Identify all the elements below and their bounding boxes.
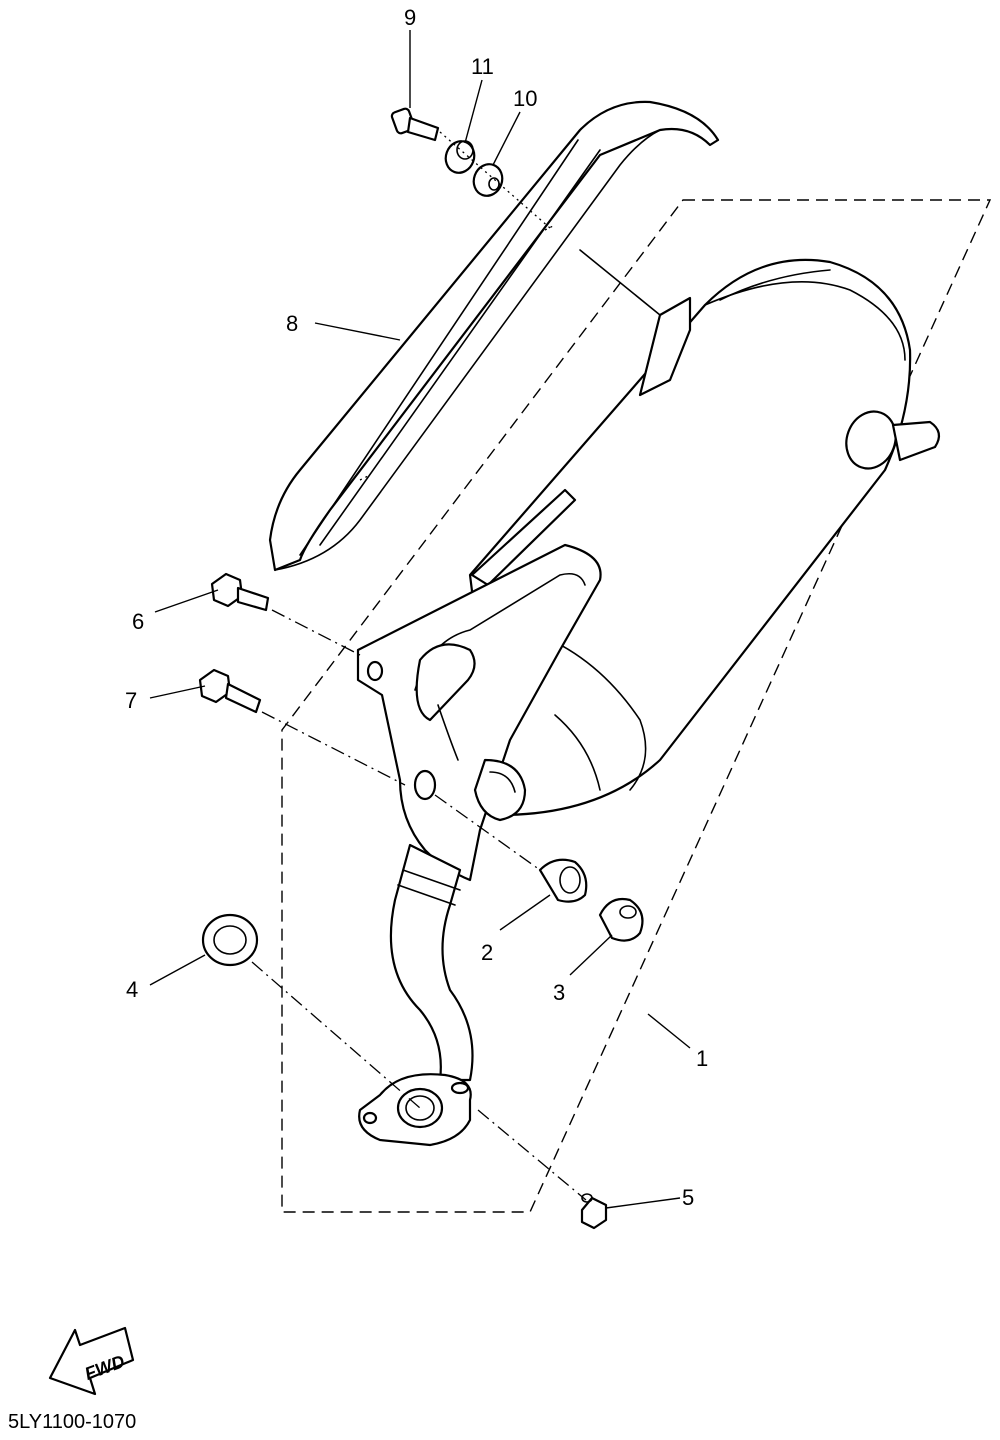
callout-4: 4 [126, 977, 138, 1002]
nut-part-5 [580, 1193, 608, 1230]
fwd-arrow-icon: FWD [48, 1326, 135, 1396]
callout-10: 10 [513, 86, 537, 111]
heat-protector [268, 100, 720, 572]
muffler-body [468, 258, 941, 817]
callout-6: 6 [132, 609, 144, 634]
muffler-front-bracket [356, 543, 602, 882]
collar-part-3 [598, 897, 644, 942]
callout-5: 5 [682, 1185, 694, 1210]
diagram-code: 5LY1100-1070 [8, 1411, 136, 1433]
callout-9: 9 [404, 5, 416, 30]
assembly-line-collar2 [434, 794, 541, 871]
collar-part-2 [538, 858, 588, 903]
callout-11: 11 [471, 54, 494, 79]
assembly-line-gasket [251, 961, 421, 1109]
assembly-boundary [281, 199, 992, 1213]
callout-3: 3 [553, 980, 565, 1005]
collar-part-11 [444, 140, 476, 174]
bolt-part-7 [198, 668, 262, 714]
gasket-part-4 [201, 913, 259, 967]
callout-8: 8 [286, 311, 298, 336]
assembly-line-bracket [579, 249, 661, 316]
callout-7: 7 [125, 688, 137, 713]
screw-part [390, 107, 440, 142]
assembly-line-nut [477, 1109, 587, 1201]
exhaust-pipe [358, 843, 474, 1147]
assembly-line-bolt6 [271, 609, 361, 656]
callout-1: 1 [696, 1046, 708, 1071]
assembly-line-screw [439, 131, 551, 229]
assembly-line-bolt7 [261, 711, 406, 786]
bolt-part-6 [210, 572, 270, 612]
callout-leaders [149, 30, 691, 1209]
callout-2: 2 [481, 940, 493, 965]
grommet-part-10 [472, 163, 504, 197]
